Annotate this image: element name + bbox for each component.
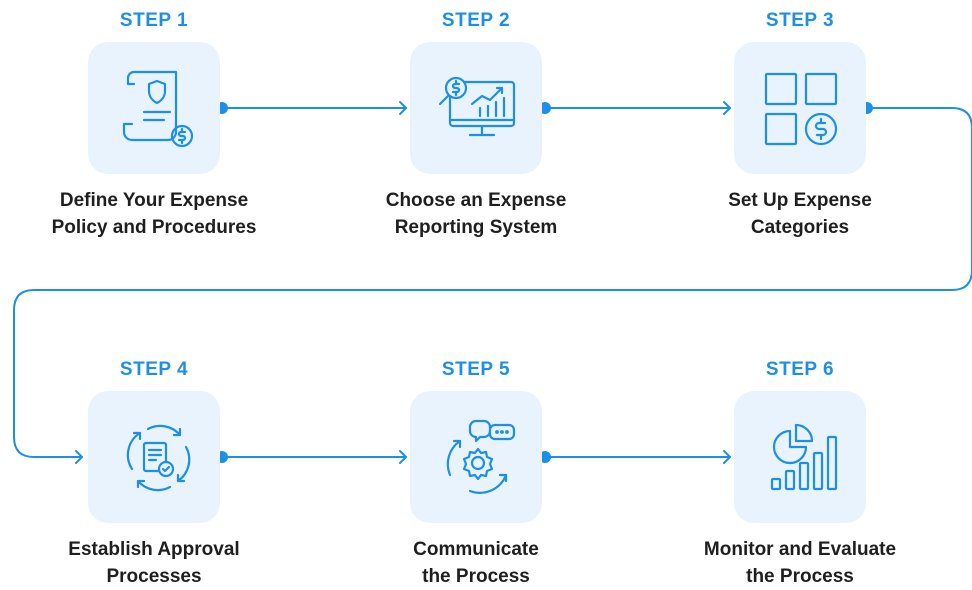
connector-dot — [539, 102, 551, 114]
step-1: STEP 1 Define Your Expense Policy and Pr… — [24, 10, 284, 238]
step-title-line: Set Up Expense — [728, 190, 872, 211]
icon-box — [410, 42, 542, 174]
icon-box — [410, 391, 542, 523]
step-5: STEP 5 Communicate t — [346, 359, 606, 587]
step-label: STEP 4 — [119, 359, 189, 380]
step-title-line: Monitor and Evaluate — [703, 539, 897, 560]
step-title: Establish Approval Processes — [24, 536, 284, 590]
step-2: STEP 2 — [346, 10, 606, 238]
icon-box — [734, 391, 866, 523]
icon-box — [88, 391, 220, 523]
step-title: Set Up Expense Categories — [670, 187, 930, 241]
step-4: STEP 4 — [24, 359, 284, 587]
step-title-line: Communicate — [413, 539, 539, 560]
step-label: STEP 1 — [119, 10, 189, 31]
step-title: Monitor and Evaluate the Process — [670, 536, 930, 590]
step-title: Communicate the Process — [346, 536, 606, 590]
reporting-monitor-icon — [438, 76, 516, 137]
step-title-line: Establish Approval — [68, 539, 240, 560]
policy-document-icon — [122, 70, 194, 148]
step-title-line: the Process — [422, 566, 530, 587]
categories-grid-icon — [764, 72, 838, 146]
communication-gear-icon — [446, 419, 516, 494]
step-label: STEP 2 — [441, 10, 511, 31]
icon-box — [88, 42, 220, 174]
step-label: STEP 3 — [765, 10, 835, 31]
step-title-line: Choose an Expense — [385, 190, 567, 211]
step-title-line: Define Your Expense — [59, 190, 249, 211]
step-title: Choose an Expense Reporting System — [346, 187, 606, 241]
step-title-line: the Process — [746, 566, 854, 587]
icon-box — [734, 42, 866, 174]
step-title-line: Processes — [106, 566, 202, 587]
step-title: Define Your Expense Policy and Procedure… — [24, 187, 284, 241]
step-label: STEP 6 — [765, 359, 835, 380]
analytics-chart-icon — [770, 423, 838, 491]
arrow-step3-to-step4 — [13, 107, 972, 458]
connector-dot — [539, 451, 551, 463]
step-title-line: Policy and Procedures — [51, 217, 257, 238]
step-6: STEP 6 Monitor and Evaluate the Process — [670, 359, 930, 587]
step-label: STEP 5 — [441, 359, 511, 380]
approval-cycle-icon — [126, 424, 191, 492]
step-title-line: Categories — [750, 217, 850, 238]
step-3: STEP 3 Set Up Expense Categories — [670, 10, 930, 238]
step-title-line: Reporting System — [394, 217, 558, 238]
